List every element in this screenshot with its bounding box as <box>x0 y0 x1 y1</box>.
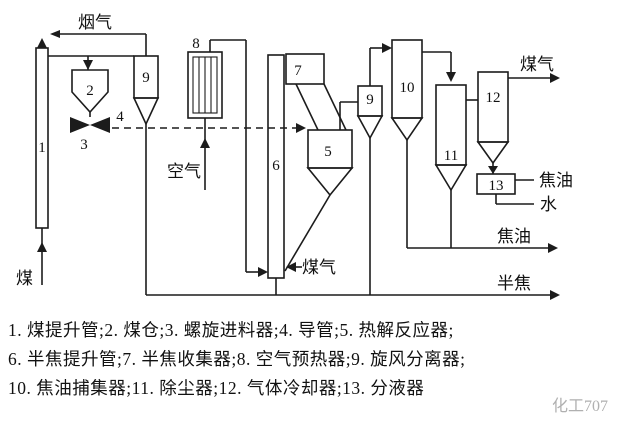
recycle-gas-arrow <box>286 262 296 272</box>
bunker-feed-arrow <box>83 60 93 70</box>
labels: 烟气 煤 空气 煤气 煤气 焦油 水 焦油 半焦 1 2 3 4 5 6 7 8… <box>16 13 573 293</box>
semicoke-collector-vessel <box>285 53 325 85</box>
num-coal-riser: 1 <box>38 140 46 156</box>
figure-caption: 1. 煤提升管;2. 煤仓;3. 螺旋进料器;4. 导管;5. 热解反应器; 6… <box>8 320 618 407</box>
coal-riser-vessel <box>35 47 49 229</box>
screw-feeder-right <box>90 117 110 133</box>
dust-remover-cone <box>434 164 468 192</box>
num-coal-bunker: 2 <box>86 83 94 99</box>
reactor-return-pipe <box>284 194 331 272</box>
num-cyclone-right: 9 <box>366 92 374 108</box>
v12-v13-arrow <box>488 166 498 174</box>
product-gas-label: 煤气 <box>520 55 554 74</box>
arrowheads-and-fills <box>37 30 560 300</box>
num-conduit: 4 <box>116 109 124 125</box>
recycle-gas-label: 煤气 <box>302 258 336 277</box>
water-label: 水 <box>540 195 557 214</box>
tar-collector-vessel <box>391 39 423 119</box>
tar-main-label: 焦油 <box>497 227 531 246</box>
num-semicoke-riser: 6 <box>272 158 280 174</box>
air-up-arrow <box>200 138 210 148</box>
collector-chute-left <box>295 83 319 131</box>
coal-inlet-arrow <box>37 242 47 252</box>
tar-small-label: 焦油 <box>539 171 573 190</box>
v10-v11-arrow <box>446 72 456 82</box>
num-air-preheater: 8 <box>192 36 200 52</box>
num-tar-collector: 10 <box>400 80 415 96</box>
caption-line-2: 6. 半焦提升管;7. 半焦收集器;8. 空气预热器;9. 旋风分离器; <box>8 349 466 369</box>
screw-feeder-left <box>70 117 90 133</box>
cyclone-right-cone <box>356 115 384 140</box>
num-pyrolysis-reactor: 5 <box>324 144 332 160</box>
riser-up-arrow <box>37 38 47 48</box>
flue-gas-label: 烟气 <box>78 13 112 32</box>
num-dust-remover: 11 <box>444 148 458 164</box>
tar-out-arrow <box>548 243 558 253</box>
tar-collector-cone <box>390 117 424 142</box>
cyclone-left-cone <box>132 97 160 126</box>
air-label: 空气 <box>167 162 201 181</box>
linework <box>35 33 550 296</box>
coal-bunker-vessel <box>71 69 109 114</box>
gas-cooler-vessel <box>477 71 509 143</box>
cyclone-to-v10-arrow <box>382 43 392 53</box>
conduit-arrow <box>296 123 306 133</box>
semicoke-label: 半焦 <box>497 274 531 293</box>
collector-chute-right <box>323 83 347 131</box>
hot-air-arrow <box>258 267 268 277</box>
num-screw-feeder: 3 <box>80 137 88 153</box>
caption-line-1: 1. 煤提升管;2. 煤仓;3. 螺旋进料器;4. 导管;5. 热解反应器; <box>8 320 454 340</box>
watermark: 化工707 <box>552 398 609 415</box>
caption-line-3: 10. 焦油捕集器;11. 除尘器;12. 气体冷却器;13. 分液器 <box>8 378 425 398</box>
gas-cooler-cone <box>476 141 510 165</box>
coal-label: 煤 <box>16 269 33 288</box>
num-liquid-separator: 13 <box>489 178 504 194</box>
semicoke-out-arrow <box>550 290 560 300</box>
num-cyclone-left: 9 <box>142 70 150 86</box>
num-semicoke-collector: 7 <box>294 63 302 79</box>
num-gas-cooler: 12 <box>486 90 501 106</box>
flue-gas-arrow <box>50 30 60 38</box>
product-gas-arrow <box>550 73 560 83</box>
reactor-cone <box>306 167 354 197</box>
process-flow-diagram: 烟气 煤 空气 煤气 煤气 焦油 水 焦油 半焦 1 2 3 4 5 6 7 8… <box>16 13 573 300</box>
